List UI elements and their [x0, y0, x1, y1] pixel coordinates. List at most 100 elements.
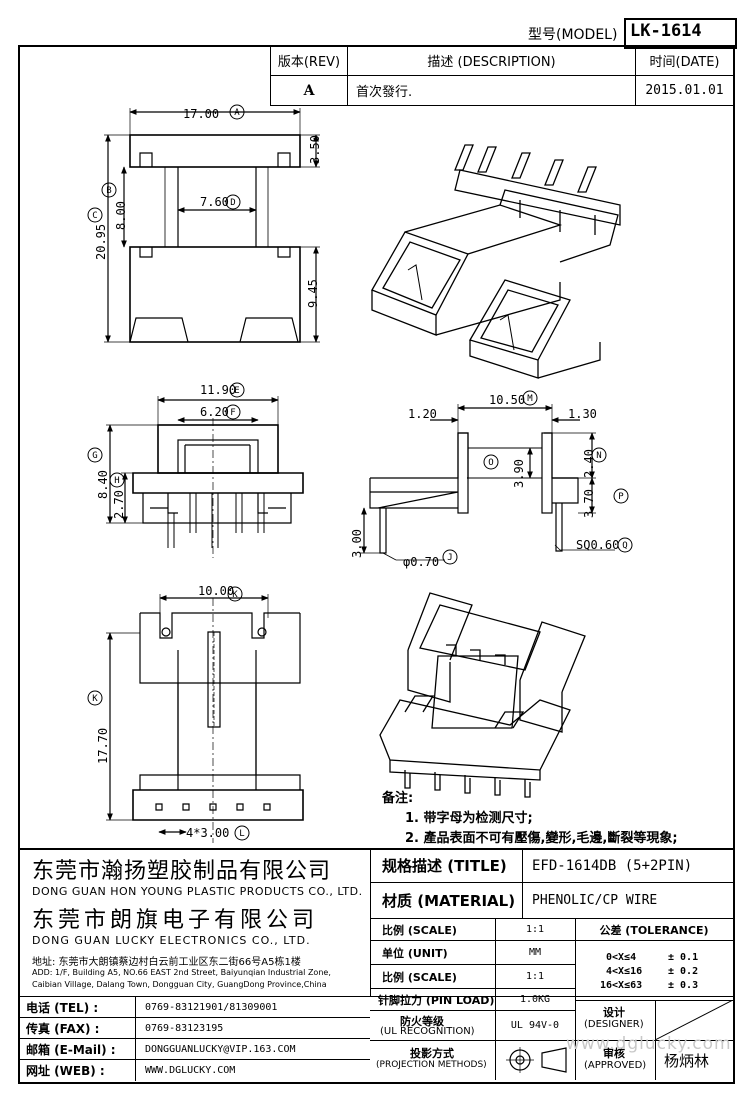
scale2-value: 1:1	[525, 971, 545, 982]
callout-L: L	[239, 829, 244, 839]
scale-label: 比例 (SCALE)	[382, 923, 457, 937]
approver-name: 杨炳林	[664, 1052, 710, 1070]
material-value: PHENOLIC/CP WIRE	[532, 893, 658, 908]
tolerance-range-2: 4<X≤16	[606, 966, 643, 977]
model-number: LK-1614	[630, 21, 702, 41]
dim-H: 2.70	[112, 490, 126, 519]
callout-E: E	[234, 386, 239, 396]
callout-M: M	[527, 394, 533, 404]
material-label: 材质 (MATERIAL)	[382, 892, 516, 910]
dim-pin-length: 3.00	[350, 529, 364, 558]
dim-left-gap: 1.20	[408, 407, 437, 421]
callout-D: D	[230, 198, 235, 208]
callout-Q: Q	[622, 541, 627, 551]
dim-E: 11.90	[200, 383, 236, 397]
callout-O: O	[488, 458, 493, 468]
watermark: www.dglucky.com	[566, 1034, 732, 1054]
web-label: 网址 (WEB) :	[26, 1063, 105, 1078]
dim-A: 17.00	[183, 107, 219, 121]
isometric-view-bottom	[379, 592, 586, 798]
fire-rating-label-en: (UL RECOGNITION)	[380, 1026, 475, 1037]
rev-header: 版本(REV)	[277, 55, 341, 70]
callout-H: H	[114, 476, 119, 486]
description-header: 描述 (DESCRIPTION)	[427, 55, 556, 70]
scale-value: 1:1	[525, 924, 545, 935]
note-2: 2. 產品表面不可有壓傷,變形,毛邊,斷裂等現象;	[405, 831, 678, 846]
dim-M: 10.50	[489, 393, 525, 407]
company-address-en-1: ADD: 1/F, Building A5, NO.66 EAST 2nd St…	[32, 968, 331, 977]
technical-drawing: 17.00 3.50 9.45 8.00 20.95 7.60 11.90 6.…	[87, 104, 633, 843]
callout-J: J	[447, 553, 452, 563]
date-value: 2015.01.01	[645, 83, 724, 98]
tolerance-value-2: ± 0.2	[668, 966, 699, 977]
approved-label: 审核	[603, 1047, 625, 1060]
callout-A: A	[234, 108, 240, 118]
projection-label-en: (PROJECTION METHODS)	[376, 1060, 487, 1070]
callout-K: K	[92, 694, 98, 704]
callout-P: P	[618, 492, 624, 502]
end-view	[360, 404, 615, 561]
email-value: DONGGUANLUCKY@VIP.163.COM	[145, 1043, 296, 1055]
date-header: 时间(DATE)	[649, 55, 720, 70]
company-name-2-en: DONG GUAN LUCKY ELECTRONICS CO., LTD.	[32, 934, 311, 947]
model-box	[624, 18, 737, 49]
unit-value: MM	[528, 947, 542, 958]
tolerance-value-1: ± 0.1	[668, 952, 699, 963]
isometric-view-top	[371, 144, 621, 379]
tolerance-range-1: 0<X≤4	[606, 952, 637, 963]
projection-symbol-icon	[506, 1047, 567, 1073]
callout-C: C	[92, 211, 97, 221]
dim-F: 6.20	[200, 405, 229, 419]
callout-N: N	[596, 451, 601, 461]
dim-J: φ0.70	[403, 555, 439, 569]
callout-K-top: K	[232, 590, 238, 600]
approved-label-en: (APPROVED)	[584, 1060, 647, 1071]
dim-D: 7.60	[200, 195, 229, 209]
web-value: WWW.DGLUCKY.COM	[145, 1064, 236, 1076]
dim-N: 2.40	[582, 449, 596, 478]
dim-B: 8.00	[114, 201, 128, 230]
designer-label: 设计	[603, 1006, 625, 1019]
dim-bottom-height: 9.45	[306, 279, 320, 308]
fax-label: 传真 (FAX) :	[26, 1021, 100, 1036]
dim-L: 4*3.00	[186, 826, 229, 840]
dim-K: 17.70	[96, 728, 110, 764]
email-label: 邮箱 (E-Mail) :	[26, 1042, 116, 1057]
dim-P: 3.70	[582, 489, 596, 518]
company-address-en-2: Caibian Village, Dalang Town, Dongguan C…	[32, 980, 327, 989]
tel-label: 电话 (TEL) :	[26, 1000, 99, 1015]
company-address: 地址: 东莞市大朗镇蔡边村白云前工业区东二街66号A5栋1楼	[32, 957, 301, 968]
dim-O: 3.90	[512, 459, 526, 488]
tolerance-value-3: ± 0.3	[668, 980, 699, 991]
rev-value: A	[303, 82, 315, 99]
callout-F: F	[230, 408, 235, 418]
dim-K-width: 10.00	[198, 584, 234, 598]
tel-value: 0769-83121901/81309001	[145, 1001, 278, 1013]
dim-G: 8.40	[96, 470, 110, 499]
tolerance-label: 公差 (TOLERANCE)	[599, 923, 709, 937]
company-name-2: 东莞市朗旗电子有限公司	[32, 908, 319, 933]
bottom-view	[106, 594, 304, 843]
model-label: 型号(MODEL)	[528, 27, 618, 43]
front-view	[104, 108, 320, 343]
tolerance-range-3: 16<X≤63	[600, 980, 643, 991]
notes-title: 备注:	[382, 791, 414, 806]
unit-label: 单位 (UNIT)	[382, 946, 448, 960]
fire-rating-label: 防火等级	[400, 1015, 444, 1028]
side-view	[106, 396, 304, 558]
company-name-1-en: DONG GUAN HON YOUNG PLASTIC PRODUCTS CO.…	[32, 885, 363, 898]
sheet-border	[18, 45, 735, 1084]
note-1: 1. 带字母为检测尺寸;	[405, 811, 533, 826]
fire-rating-value: UL 94V-0	[510, 1020, 560, 1031]
projection-label: 投影方式	[410, 1047, 454, 1060]
pin-load-label: 针脚拉力 (PIN LOAD)	[378, 993, 495, 1007]
title-value: EFD-1614DB (5+2PIN)	[532, 857, 693, 874]
dim-right-gap: 1.30	[568, 407, 597, 421]
company-name-1: 东莞市瀚扬塑胶制品有限公司	[32, 859, 332, 884]
pin-load-value: 1.0KG	[519, 994, 551, 1005]
dim-Q: SQ0.60	[576, 538, 619, 552]
designer-label-en: (DESIGNER)	[584, 1019, 644, 1030]
dim-top-height: 3.50	[308, 135, 322, 164]
fax-value: 0769-83123195	[145, 1022, 224, 1034]
